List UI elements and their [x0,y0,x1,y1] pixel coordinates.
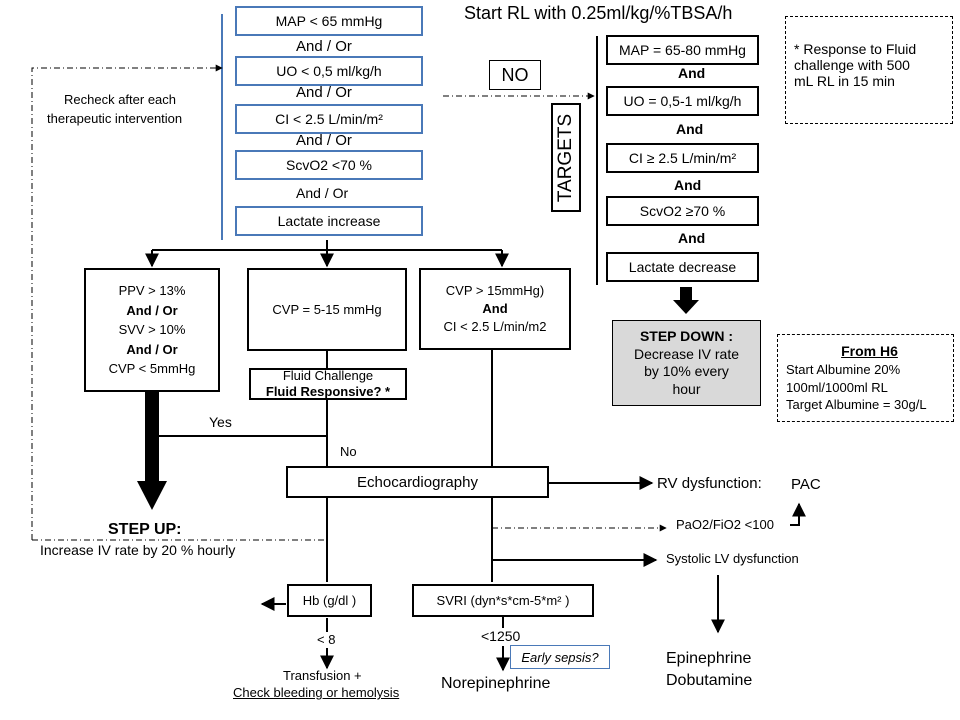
echocardiography-box: Echocardiography [286,466,549,498]
criteria-ci-box: CI < 2.5 L/min/m² [235,104,423,134]
target-map-box: MAP = 65-80 mmHg [606,35,759,65]
criteria-lactate-box: Lactate increase [235,206,423,236]
step-up-arrow-head [137,481,167,510]
yes-label: Yes [209,414,232,430]
step-down-box: STEP DOWN : Decrease IV rate by 10% ever… [612,320,761,406]
targets-label-box: TARGETS [551,103,581,212]
recheck-line-2: therapeutic intervention [47,111,183,126]
step-down-arrow-head [673,300,699,314]
step-up-text: Increase IV rate by 20 % hourly [40,542,236,558]
criteria-connector: And / Or [296,132,352,149]
target-connector: And [678,230,706,246]
recheck-line-1: Recheck after each [64,92,177,107]
dobutamine-label: Dobutamine [666,672,753,689]
cvp-normal-box: CVP = 5-15 mmHg [247,268,407,351]
target-connector: And [674,177,702,193]
target-uo-box: UO = 0,5-1 ml/kg/h [606,86,759,116]
svri-box: SVRI (dyn*s*cm-5*m² ) [412,584,594,617]
transfusion-label: Transfusion + [283,668,362,683]
from-h6-box: From H6 Start Albumine 20% 100ml/1000ml … [777,334,954,422]
criteria-connector: And / Or [296,185,349,201]
target-connector: And [676,121,704,137]
no-label: No [340,444,357,459]
target-ci-box: CI ≥ 2.5 L/min/m² [606,143,759,173]
pao2-label: PaO2/FiO2 <100 [676,517,774,532]
systolic-lv-label: Systolic LV dysfunction [666,551,799,566]
hb-threshold: < 8 [317,632,336,647]
early-sepsis-box: Early sepsis? [510,645,610,669]
criteria-scvo2-box: ScvO2 <70 % [235,150,423,180]
arrow-pac [790,502,806,526]
target-scvo2-box: ScvO2 ≥70 % [606,196,759,226]
svri-threshold: <1250 [481,628,521,644]
criteria-uo-box: UO < 0,5 ml/kg/h [235,56,423,86]
norepinephrine-label: Norepinephrine [441,675,551,692]
pac-label: PAC [791,476,821,493]
ppv-svv-box: PPV > 13% And / Or SVV > 10% And / Or CV… [84,268,220,392]
rv-dysfunction-label: RV dysfunction: [657,475,762,492]
step-up-arrow-shaft [145,392,159,482]
target-lactate-box: Lactate decrease [606,252,759,282]
check-bleeding-label: Check bleeding or hemolysis [233,685,400,700]
hb-box: Hb (g/dl ) [287,584,372,617]
recheck-loop [31,64,223,540]
no-box: NO [489,60,541,90]
step-down-arrow-shaft [680,287,692,301]
start-rl-heading: Start RL with 0.25ml/kg/%TBSA/h [464,3,733,23]
criteria-connector: And / Or [296,38,352,55]
fluid-challenge-box: Fluid Challenge Fluid Responsive? * [249,368,407,400]
epinephrine-label: Epinephrine [666,650,752,667]
criteria-connector: And / Or [296,84,352,101]
fluid-challenge-note: * Response to Fluid challenge with 500 m… [785,16,953,124]
criteria-map-box: MAP < 65 mmHg [235,6,423,36]
cvp-high-box: CVP > 15mmHg) And CI < 2.5 L/min/m2 [419,268,571,350]
target-connector: And [678,65,706,81]
step-up-title: STEP UP: [108,521,182,538]
